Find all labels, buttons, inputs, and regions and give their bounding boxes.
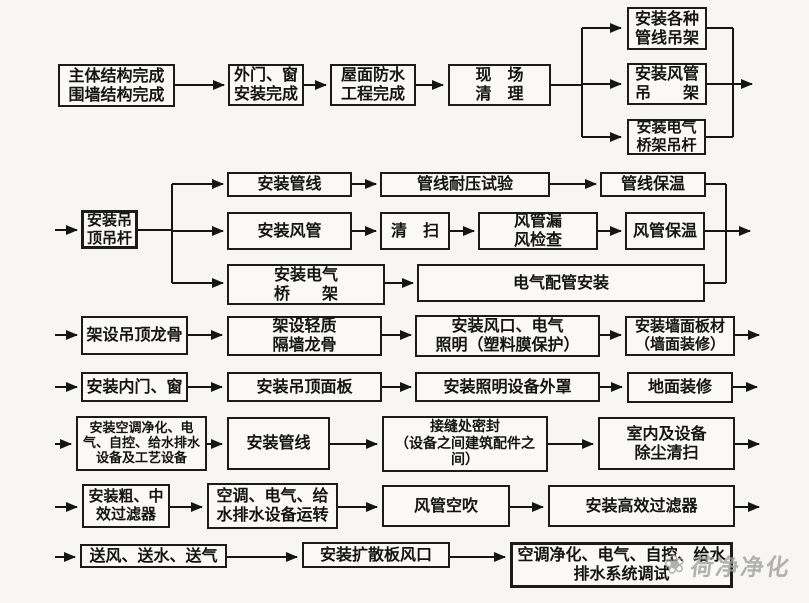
node-install-ceiling-rods: 安装吊 顶吊杆 [81,210,138,249]
node-electrical-conduit-install: 电气配管安装 [417,264,705,302]
node-duct-insulation: 风管保温 [625,212,705,250]
node-install-duct-hangers: 安装风管 吊 架 [627,63,707,105]
node-partition-keel: 架设轻质 隔墙龙骨 [227,316,382,356]
node-pipeline-insulation: 管线保温 [600,172,706,197]
node-floor-finishing: 地面装修 [627,372,733,403]
node-ceiling-panels: 安装吊顶面板 [227,372,382,402]
node-supply-air-water-gas: 送风、送水、送气 [80,544,227,568]
node-pipeline-pressure-test: 管线耐压试验 [380,172,550,197]
node-install-diffuser-vents: 安装扩散板风口 [302,542,450,568]
node-install-vents-lighting: 安装风口、电气 照明（塑料膜保护） [415,315,600,357]
node-seam-sealing: 接缝处密封 （设备之间建筑配件之 间） [382,416,548,472]
node-install-ducts: 安装风管 [227,212,352,250]
node-equipment-test-run: 空调、电气、给 水排水设备运转 [207,483,338,529]
node-site-cleanup: 现 场 清 理 [448,64,551,106]
node-system-commissioning: 空调净化、电气、自控、给水 排水系统调试 [510,542,733,588]
node-install-pipeline-hangers: 安装各种 管线吊架 [627,7,707,50]
node-duct-cleaning: 清 扫 [380,212,450,250]
node-install-cable-tray-rods: 安装电气 桥架吊杆 [627,118,706,155]
node-lighting-covers: 安装照明设备外罩 [415,372,600,402]
node-roof-waterproofing: 屋面防水 工程完成 [330,64,416,106]
node-install-equipment-pipelines: 安装管线 [227,417,330,470]
node-inner-doors-windows: 安装内门、窗 [81,372,188,402]
node-main-structure-complete: 主体结构完成 围墙结构完成 [58,64,175,107]
node-indoor-equipment-dust-cleaning: 室内及设备 除尘清扫 [598,417,735,470]
node-install-hepa-filters: 安装高效过滤器 [548,485,735,527]
node-install-coarse-medium-filters: 安装粗、中 效过滤器 [82,484,170,528]
node-install-cable-tray: 安装电气 桥 架 [227,264,385,305]
node-exterior-doors-windows: 外门、窗 安装完成 [228,64,304,106]
node-wall-panels: 安装墙面板材 （墙面装修） [625,316,735,356]
node-ceiling-keel: 架设吊顶龙骨 [81,316,188,355]
node-duct-air-blowing: 风管空吹 [382,485,510,527]
node-install-pipelines: 安装管线 [227,172,352,197]
node-duct-leak-check: 风管漏 风检查 [478,211,598,250]
node-install-main-equipment: 安装空调净化、电 气、自控、给水排水 设备及工艺设备 [76,416,207,471]
